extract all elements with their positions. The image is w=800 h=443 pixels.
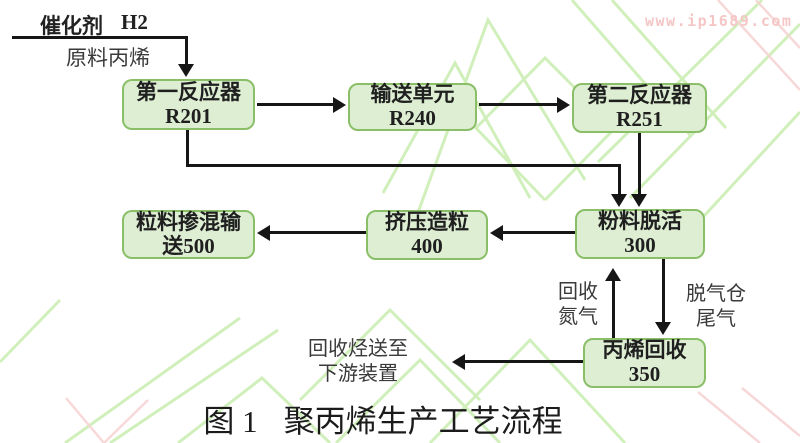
feed-line-vertical	[185, 36, 188, 66]
feed-arrowhead-icon	[178, 64, 194, 77]
arrowhead-350-downstream-icon	[452, 354, 465, 370]
connector-300-400	[502, 231, 575, 234]
connector-r201-into-300	[618, 164, 621, 195]
node-propylene-recovery-name: 丙烯回收	[602, 338, 687, 363]
label-degassing-offgas: 脱气仓 尾气	[676, 282, 756, 332]
catalyst-label: 催化剂	[40, 14, 103, 38]
node-first-reactor: 第一反应器 R201	[122, 79, 255, 130]
arrowhead-350-300-icon	[605, 268, 621, 281]
feed-line-horizontal	[12, 36, 188, 39]
feed-propylene-label: 原料丙烯	[66, 46, 150, 70]
figure-caption: 图 1 聚丙烯生产工艺流程	[170, 396, 596, 441]
catalyst-feed-labels: 催化剂 H2	[40, 10, 148, 40]
connector-r201-r240	[257, 103, 333, 106]
node-extrusion-pelletizing-name: 挤压造粒	[385, 210, 469, 235]
connector-r240-r251	[479, 103, 557, 106]
site-watermark: www.ip1689.com	[645, 12, 793, 30]
label-recycled-nitrogen-line2: 氮气	[558, 306, 598, 328]
node-extrusion-pelletizing-code: 400	[411, 234, 443, 258]
arrowhead-r251-300-icon	[631, 194, 647, 207]
connector-350-downstream	[464, 360, 583, 363]
connector-r201-down	[186, 130, 189, 167]
figure-number: 图 1	[203, 404, 258, 439]
connector-r201-across	[186, 164, 621, 167]
node-transfer-unit-code: R240	[389, 106, 436, 130]
figure-title: 聚丙烯生产工艺流程	[283, 404, 563, 439]
node-powder-deactivation-code: 300	[624, 233, 656, 257]
node-second-reactor-code: R251	[616, 107, 663, 131]
label-recycled-hydrocarbon-line1: 回收烃送至	[308, 338, 408, 360]
node-pellet-blending-code: 送500	[162, 233, 215, 258]
node-powder-deactivation: 粉料脱活 300	[575, 209, 705, 259]
connector-r251-down	[638, 133, 641, 195]
node-pellet-blending: 粒料掺混输 送500	[122, 210, 255, 259]
node-extrusion-pelletizing: 挤压造粒 400	[366, 210, 488, 260]
node-second-reactor: 第二反应器 R251	[572, 83, 707, 133]
arrowhead-300-350-icon	[655, 322, 671, 335]
arrowhead-r240-r251-icon	[557, 97, 570, 113]
node-powder-deactivation-name: 粉料脱活	[598, 209, 682, 234]
arrowhead-400-500-icon	[257, 225, 270, 241]
label-degassing-offgas-line1: 脱气仓	[686, 283, 746, 305]
connector-400-500	[269, 231, 366, 234]
label-degassing-offgas-line2: 尾气	[696, 308, 736, 330]
arrowhead-r201-300-icon	[611, 194, 627, 207]
node-propylene-recovery: 丙烯回收 350	[583, 338, 706, 388]
node-propylene-recovery-code: 350	[628, 362, 661, 386]
arrowhead-r201-r240-icon	[333, 97, 346, 113]
node-first-reactor-name: 第一反应器	[136, 79, 241, 104]
arrowhead-300-400-icon	[490, 225, 503, 241]
hydrogen-label: H2	[121, 10, 148, 34]
node-first-reactor-code: R201	[165, 103, 212, 128]
label-recycled-nitrogen: 回收 氮气	[549, 280, 607, 330]
node-transfer-unit-name: 输送单元	[370, 82, 455, 107]
label-recycled-hydrocarbon: 回收烃送至 下游装置	[292, 337, 424, 387]
connector-350-300-nitrogen	[612, 279, 615, 338]
label-recycled-hydrocarbon-line2: 下游装置	[318, 363, 398, 385]
node-transfer-unit: 输送单元 R240	[348, 83, 477, 131]
connector-300-350-offgas	[662, 259, 665, 325]
node-second-reactor-name: 第二反应器	[587, 83, 692, 108]
node-pellet-blending-name: 粒料掺混输	[136, 209, 241, 234]
label-recycled-nitrogen-line1: 回收	[558, 281, 598, 303]
